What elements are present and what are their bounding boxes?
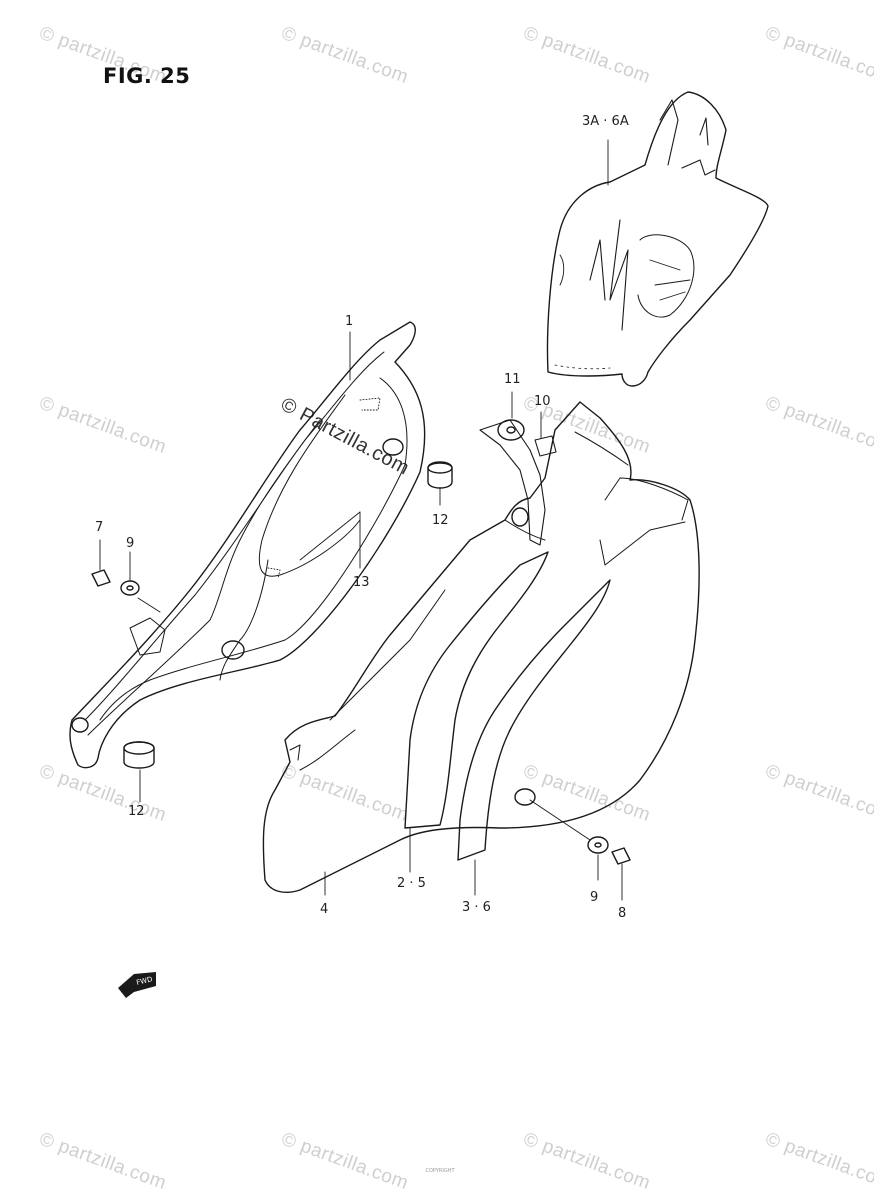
callout-1: 1 <box>345 314 354 329</box>
callout-10: 10 <box>534 394 551 409</box>
callout-3a-6a: 3A · 6A <box>582 114 629 129</box>
washer-part-9-left-hole <box>126 585 134 591</box>
stripe-decal-part-3-6 <box>457 579 611 861</box>
bolt-part-8 <box>611 847 631 865</box>
callout-13: 13 <box>353 575 370 590</box>
callout-2-5: 2 · 5 <box>397 876 426 891</box>
washer-part-9-right <box>587 836 609 854</box>
leader-lines <box>99 139 623 901</box>
side-cover-part <box>262 401 700 893</box>
bolt-part-10 <box>534 435 557 457</box>
callout-12: 12 <box>128 804 145 819</box>
callout-12: 12 <box>432 513 449 528</box>
callout-9: 9 <box>590 890 599 905</box>
footer-copyright: COPYRIGHT <box>425 1168 455 1174</box>
callout-8: 8 <box>618 906 627 921</box>
callout-4: 4 <box>320 902 329 917</box>
fwd-label: FWD <box>136 975 154 987</box>
callout-7: 7 <box>95 520 104 535</box>
emblem-decal-part <box>546 91 769 387</box>
callout-11: 11 <box>504 372 521 387</box>
grommet-part-12 <box>427 461 453 489</box>
figure-title: FIG. 25 <box>103 64 191 88</box>
frame-cover-part <box>69 321 426 769</box>
grommet-part-12-lower <box>123 741 155 769</box>
bracket-part <box>479 419 546 546</box>
bolt-part-7 <box>91 569 111 587</box>
stripe-decal-part-2-5 <box>404 551 549 829</box>
callout-3-6: 3 · 6 <box>462 900 491 915</box>
washer-part-11-hole <box>506 426 516 434</box>
washer-part-9-right-hole <box>594 842 602 848</box>
washer-part-9-left <box>120 580 140 596</box>
fwd-arrow-icon: FWD <box>118 972 156 998</box>
callout-9: 9 <box>126 536 135 551</box>
washer-part-11 <box>497 419 525 441</box>
